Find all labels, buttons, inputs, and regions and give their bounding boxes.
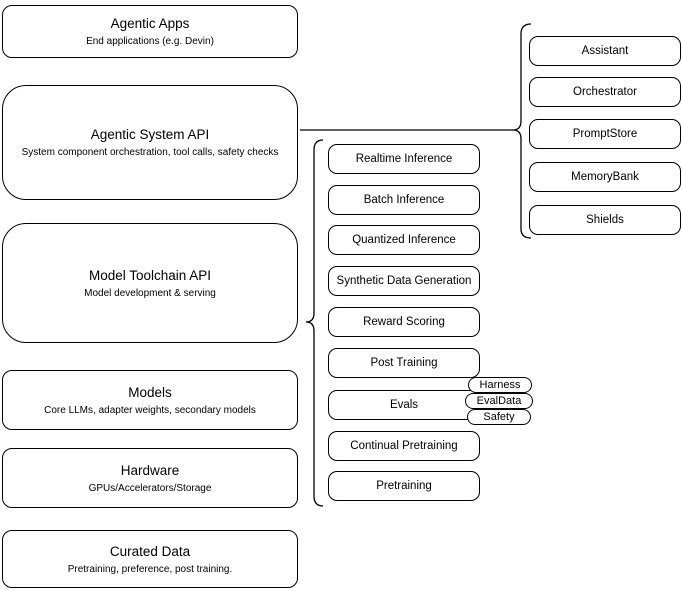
node-promptstore: PromptStore <box>529 119 681 149</box>
node-title: Model Toolchain API <box>88 267 212 283</box>
node-pretraining: Pretraining <box>328 471 480 501</box>
node-safety: Safety <box>467 409 531 425</box>
node-evals: Evals <box>328 390 480 420</box>
node-quantized-inference: Quantized Inference <box>328 225 480 255</box>
node-subtitle: Pretraining, preference, post training. <box>67 563 233 575</box>
node-memorybank: MemoryBank <box>529 162 681 192</box>
node-assistant: Assistant <box>529 36 681 66</box>
node-shields: Shields <box>529 205 681 235</box>
node-subtitle: GPUs/Accelerators/Storage <box>88 482 212 494</box>
toolchain-brace <box>305 139 324 507</box>
node-evaldata: EvalData <box>465 393 533 409</box>
node-curated-data: Curated Data Pretraining, preference, po… <box>2 530 298 588</box>
node-subtitle: Core LLMs, adapter weights, secondary mo… <box>44 404 256 416</box>
node-batch-inference: Batch Inference <box>328 185 480 215</box>
node-agentic-apps: Agentic Apps End applications (e.g. Devi… <box>2 5 298 58</box>
node-realtime-inference: Realtime Inference <box>328 144 480 174</box>
node-synthetic-data-generation: Synthetic Data Generation <box>328 266 480 296</box>
node-subtitle: System component orchestration, tool cal… <box>21 147 279 158</box>
node-title: Hardware <box>120 462 180 478</box>
node-model-toolchain-api: Model Toolchain API Model development & … <box>2 223 298 343</box>
node-subtitle: Model development & serving <box>84 287 216 299</box>
node-models: Models Core LLMs, adapter weights, secon… <box>2 370 298 430</box>
node-title: Models <box>128 384 172 400</box>
node-agentic-system-api: Agentic System API System component orch… <box>2 85 298 200</box>
node-harness: Harness <box>468 377 532 393</box>
node-title: Agentic Apps <box>110 16 190 31</box>
node-hardware: Hardware GPUs/Accelerators/Storage <box>2 448 298 508</box>
node-title: Curated Data <box>109 543 191 559</box>
node-reward-scoring: Reward Scoring <box>328 307 480 337</box>
node-post-training: Post Training <box>328 348 480 378</box>
node-orchestrator: Orchestrator <box>529 77 681 107</box>
node-title: Agentic System API <box>90 127 210 142</box>
node-subtitle: End applications (e.g. Devin) <box>86 36 214 47</box>
node-continual-pretraining: Continual Pretraining <box>328 431 480 461</box>
